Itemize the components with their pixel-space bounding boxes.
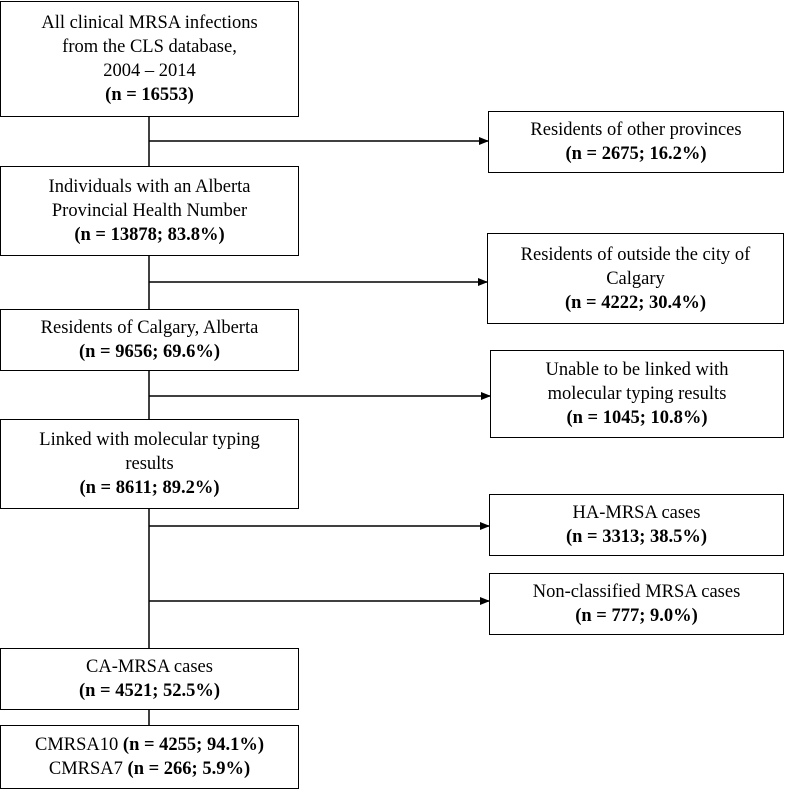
box-text-line: Calgary bbox=[606, 268, 665, 289]
box-text-line: HA-MRSA cases bbox=[572, 503, 701, 523]
all-infections-box: All clinical MRSA infections from the CL… bbox=[0, 1, 299, 117]
box-count: (n = 777; 9.0%) bbox=[575, 606, 698, 626]
box-text-line: 2004 – 2014 bbox=[103, 61, 196, 81]
box-count: (n = 8611; 89.2%) bbox=[79, 478, 220, 498]
box-text-line: molecular typing results bbox=[547, 384, 727, 404]
box-count: (n = 4222; 30.4%) bbox=[564, 292, 707, 313]
ha-mrsa-box: HA-MRSA cases (n = 3313; 38.5%) bbox=[489, 494, 784, 556]
box-text-line: Residents of Calgary, Alberta bbox=[40, 318, 259, 338]
box-text-line: Linked with molecular typing bbox=[39, 430, 260, 450]
box-count: (n = 4521; 52.5%) bbox=[78, 681, 221, 701]
box-text-line: All clinical MRSA infections bbox=[41, 13, 258, 33]
strain-name: CMRSA7 bbox=[48, 759, 123, 779]
strain-row-cmrsa7: CMRSA7 (n = 266; 5.9%) bbox=[49, 757, 250, 781]
ca-mrsa-box: CA-MRSA cases (n = 4521; 52.5%) bbox=[0, 648, 299, 710]
box-text-line: Provincial Health Number bbox=[51, 201, 248, 221]
box-text-line: results bbox=[125, 454, 174, 474]
box-text-line: Individuals with an Alberta bbox=[48, 177, 251, 197]
box-count: (n = 3313; 38.5%) bbox=[565, 527, 708, 547]
non-classified-box: Non-classified MRSA cases (n = 777; 9.0%… bbox=[489, 573, 784, 635]
box-count: (n = 13878; 83.8%) bbox=[74, 225, 225, 245]
box-count: (n = 16553) bbox=[105, 85, 194, 105]
box-text-line: from the CLS database, bbox=[62, 37, 237, 57]
box-count: (n = 2675; 16.2%) bbox=[565, 144, 707, 164]
box-text-line: Residents of other provinces bbox=[530, 120, 742, 140]
box-text-line: Non-classified MRSA cases bbox=[532, 582, 741, 602]
box-count: (n = 1045; 10.8%) bbox=[566, 408, 708, 428]
calgary-residents-box: Residents of Calgary, Alberta (n = 9656;… bbox=[0, 309, 299, 371]
box-text-line: Unable to be linked with bbox=[545, 360, 729, 380]
strain-count: (n = 4255; 94.1%) bbox=[122, 735, 264, 755]
box-count: (n = 9656; 69.6%) bbox=[78, 342, 221, 362]
strain-count: (n = 266; 5.9%) bbox=[127, 759, 251, 779]
alberta-phn-box: Individuals with an Alberta Provincial H… bbox=[0, 166, 299, 256]
strains-box: CMRSA10 (n = 4255; 94.1%) CMRSA7 (n = 26… bbox=[0, 725, 299, 789]
other-provinces-box: Residents of other provinces (n = 2675; … bbox=[488, 111, 784, 173]
strain-row-cmrsa10: CMRSA10 (n = 4255; 94.1%) bbox=[35, 733, 264, 757]
box-text-line: CA-MRSA cases bbox=[86, 657, 213, 677]
linked-typing-box: Linked with molecular typing results (n … bbox=[0, 419, 299, 509]
outside-calgary-box: Residents of outside the city of Calgary… bbox=[487, 233, 784, 324]
unlinked-box: Unable to be linked with molecular typin… bbox=[490, 350, 784, 438]
box-text-line: Residents of outside the city of bbox=[520, 244, 751, 265]
strain-name: CMRSA10 bbox=[35, 735, 119, 755]
